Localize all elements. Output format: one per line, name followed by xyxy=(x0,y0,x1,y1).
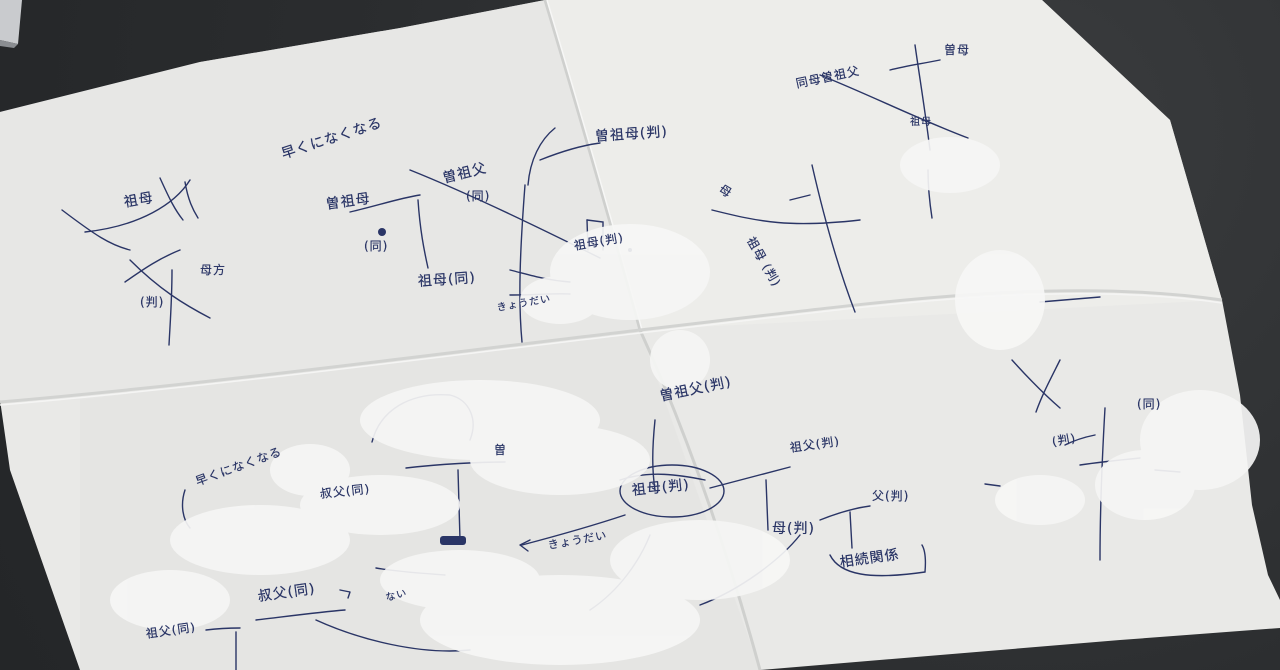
note-sobo-dou: 祖母(同) xyxy=(417,269,477,290)
note-dou-under: (同) xyxy=(466,189,491,203)
note-mother-lower: 母(判) xyxy=(772,521,815,537)
note-sobo-small: 祖母 xyxy=(910,117,932,128)
note-hafu-top: 曽母 xyxy=(944,43,971,57)
desk-object xyxy=(0,0,22,44)
note-dou-paren: (同) xyxy=(364,239,389,253)
circle-mark xyxy=(619,464,725,518)
note-bo-left: 母方 xyxy=(200,263,227,277)
note-sou-lower-partial: 曽 xyxy=(494,443,508,457)
fold-crease-horizontal xyxy=(0,289,1223,404)
note-father-lower: 父(判) xyxy=(872,489,910,503)
note-right-dou: (同) xyxy=(1137,397,1162,411)
note-kiku-left: (判) xyxy=(140,295,165,309)
